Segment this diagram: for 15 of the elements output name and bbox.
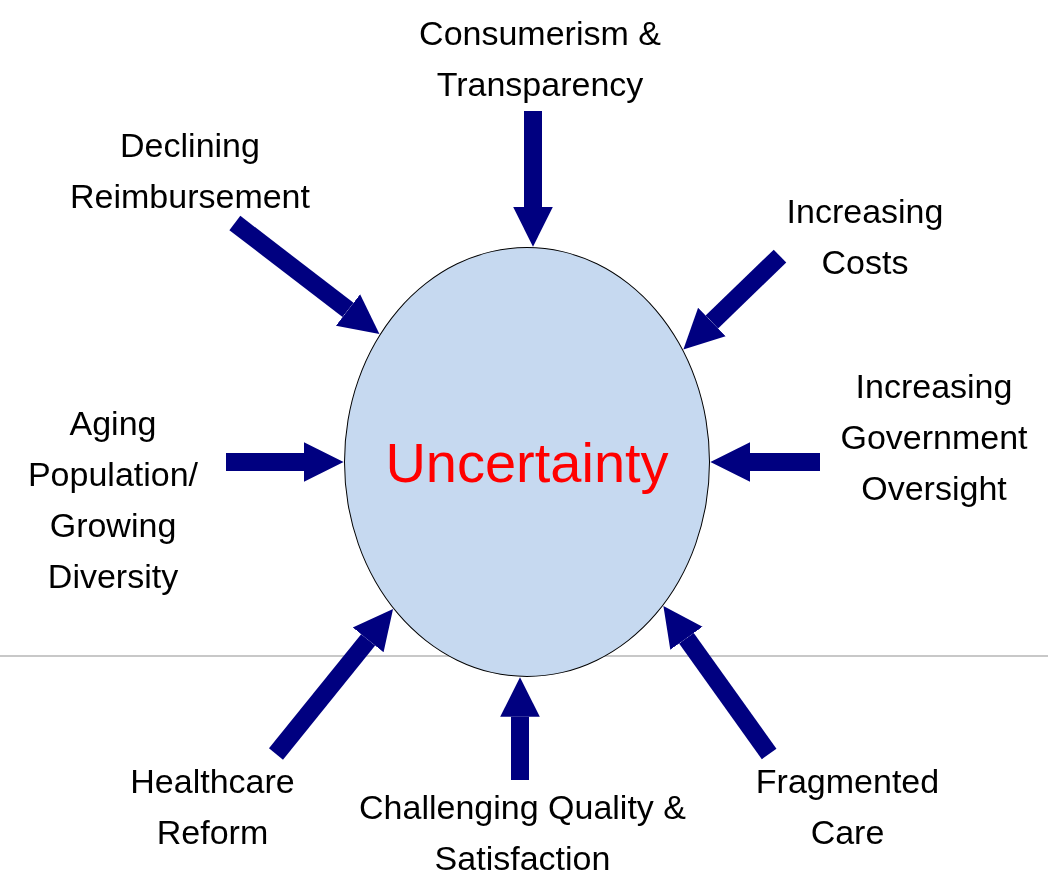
arrow [500, 677, 540, 780]
center-label: Uncertainty [385, 429, 669, 495]
arrow [683, 249, 787, 350]
factor-label: Consumerism & Transparency [380, 6, 700, 111]
arrow [513, 111, 553, 247]
arrow [226, 442, 344, 482]
factor-label: Declining Reimbursement [40, 118, 340, 223]
arrow [229, 215, 380, 335]
factor-label: Fragmented Care [725, 754, 970, 859]
factor-label: Increasing Government Oversight [820, 360, 1048, 514]
factor-label: Aging Population/ Growing Diversity [0, 398, 226, 602]
factor-label: Increasing Costs [780, 184, 950, 289]
arrow [663, 605, 777, 760]
arrow [268, 609, 394, 760]
arrow [710, 442, 820, 482]
